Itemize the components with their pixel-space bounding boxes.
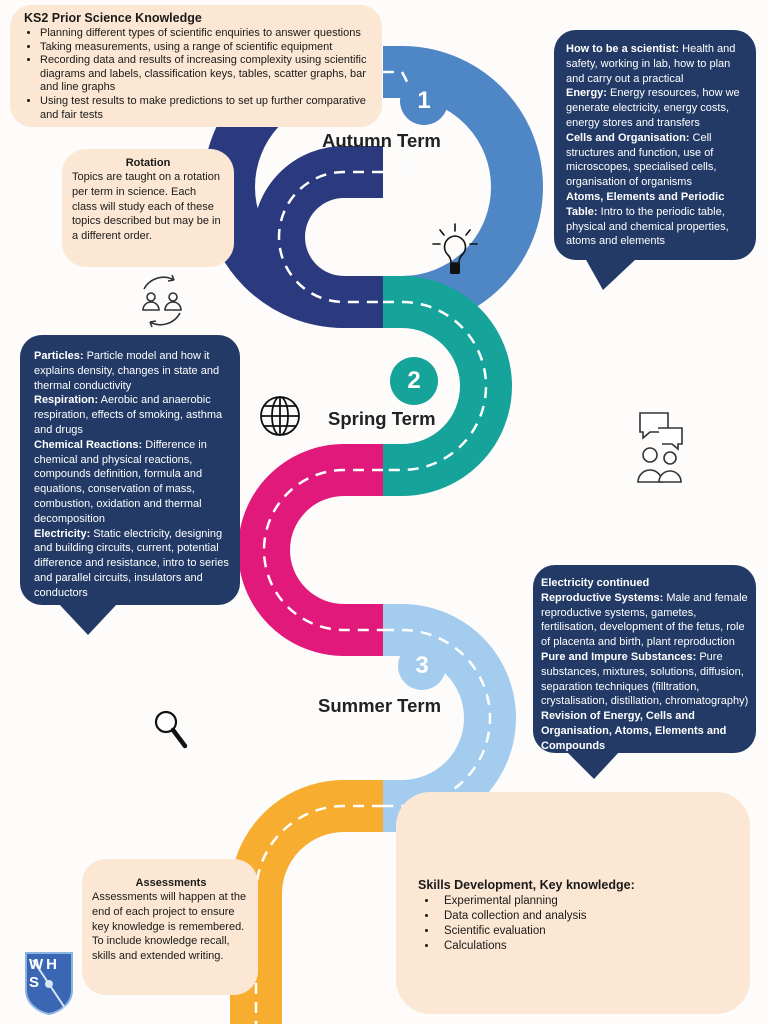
topic-text: Difference in chemical and physical reac… — [34, 438, 207, 525]
magnifier-icon — [154, 710, 188, 749]
assessments-box: Assessments Assessments will happen at t… — [82, 859, 258, 995]
summer-topics-box: Electricity continued Reproductive Syste… — [533, 565, 756, 753]
autumn-badge: 1 — [400, 77, 448, 125]
topic-heading: Cells and Organisation: — [566, 131, 690, 144]
topic-heading: Chemical Reactions: — [34, 438, 143, 451]
autumn-topics-box: How to be a scientist: Health and safety… — [554, 30, 756, 260]
rotation-text: Topics are taught on a rotation per term… — [72, 171, 221, 243]
summer-box-pointer — [566, 751, 620, 779]
topic-heading: Particles: — [34, 350, 84, 362]
topic-text: Particle model and how it explains densi… — [34, 350, 220, 392]
ks2-list: Planning different types of scientific e… — [24, 27, 374, 122]
list-item: Calculations — [438, 939, 740, 954]
skills-title: Skills Development, Key knowledge: — [418, 878, 635, 892]
spring-topics-box: Particles: Particle model and how it exp… — [20, 335, 240, 605]
list-item: Data collection and analysis — [438, 909, 740, 924]
ks2-prior-knowledge-box: KS2 Prior Science Knowledge Planning dif… — [10, 5, 382, 127]
topic-text: Male and female reproductive systems, ga… — [541, 591, 748, 649]
shield-icon — [25, 952, 73, 1016]
topic-heading: Respiration: — [34, 394, 99, 407]
topic-heading: Pure and Impure Substances: — [541, 650, 697, 663]
skills-box: Skills Development, Key knowledge: Exper… — [396, 792, 750, 1014]
road-autumn-top — [383, 46, 543, 328]
topic-heading: Electricity: — [34, 527, 91, 540]
topic-text: Health and safety, working in lab, how t… — [566, 43, 736, 85]
topic-heading: Energy: — [566, 87, 607, 100]
topic-text: Static electricity, designing and buildi… — [34, 527, 229, 599]
list-item: Taking measurements, using a range of sc… — [40, 41, 374, 55]
list-item: Experimental planning — [438, 894, 740, 909]
topic-text: Pure substances, mixtures, solutions, di… — [541, 650, 749, 708]
summer-term-label: Summer Term — [318, 695, 442, 716]
list-item: Scientific evaluation — [438, 924, 740, 939]
list-item: Using test results to make predictions t… — [40, 95, 374, 122]
skills-list: Experimental planning Data collection an… — [418, 894, 740, 954]
spring-badge: 2 — [390, 357, 438, 405]
assessments-title: Assessments — [135, 877, 207, 889]
topic-text: Energy resources, how we generate electr… — [566, 87, 740, 129]
autumn-topics: How to be a scientist: Health and safety… — [566, 42, 746, 249]
assessments-text: Assessments will happen at the end of ea… — [92, 891, 247, 963]
list-item: Planning different types of scientific e… — [40, 27, 374, 41]
globe-icon — [260, 396, 300, 436]
topic-heading: How to be a scientist: — [566, 43, 680, 55]
list-item: Recording data and results of increasing… — [40, 54, 374, 95]
topic-text: Intro to the periodic table, physical an… — [566, 205, 729, 248]
topic-text: Aerobic and anaerobic respiration, effec… — [34, 394, 223, 436]
topic-heading: Electricity continued — [541, 577, 650, 589]
rotation-title: Rotation — [125, 157, 171, 169]
topic-text: Cell structures and function, use of mic… — [566, 131, 717, 189]
spring-term-label: Spring Term — [328, 408, 436, 429]
ks2-title: KS2 Prior Science Knowledge — [24, 11, 202, 25]
light-bulb-icon — [432, 223, 478, 274]
summer-badge: 3 — [398, 642, 446, 690]
people-rotation-icon — [142, 274, 182, 328]
topic-heading: Atoms, Elements and Periodic Table: — [566, 190, 725, 218]
autumn-box-pointer — [585, 258, 637, 290]
logo-text: WHS — [29, 956, 60, 991]
spring-box-pointer — [58, 603, 118, 635]
autumn-term-label: Autumn Term — [322, 130, 441, 151]
topic-heading: Revision of Energy, Cells and Organisati… — [541, 710, 727, 752]
topic-heading: Reproductive Systems: — [541, 591, 664, 604]
discussion-icon — [637, 412, 683, 483]
summer-topics: Electricity continued Reproductive Syste… — [541, 576, 750, 754]
spring-topics: Particles: Particle model and how it exp… — [34, 349, 230, 601]
rotation-box: Rotation Topics are taught on a rotation… — [62, 149, 234, 267]
school-logo: WHS — [23, 950, 75, 1016]
